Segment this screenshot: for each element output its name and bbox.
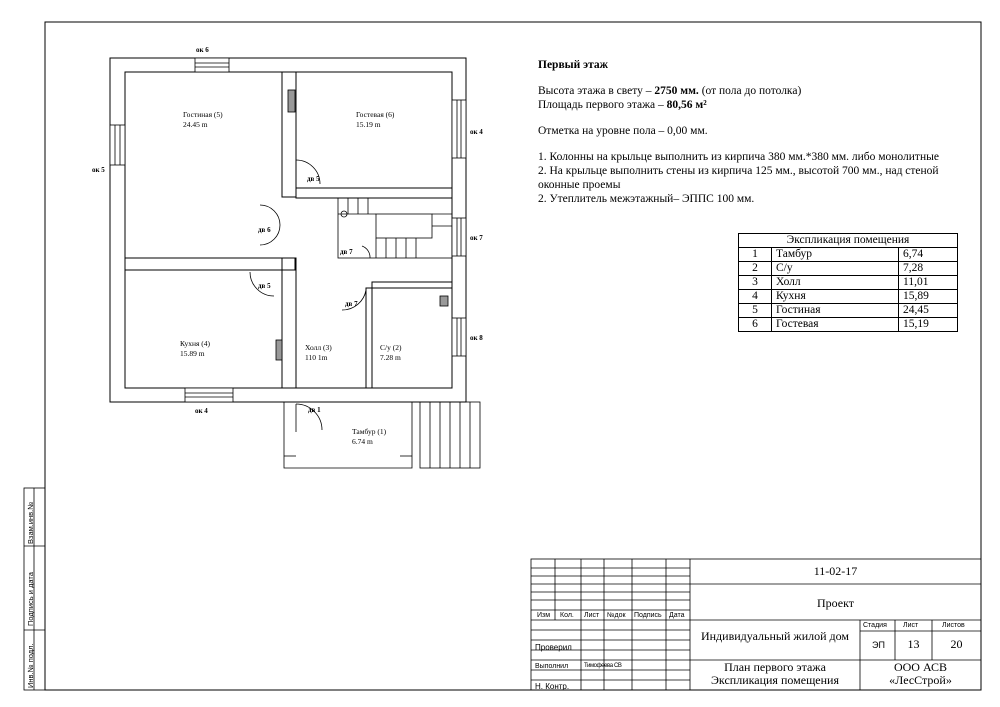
stamp-made: Выполнил (535, 663, 569, 670)
notes-height: Высота этажа в свету – 2750 мм. (от пола… (538, 85, 802, 97)
window-label-bottom: ок 4 (195, 407, 208, 415)
stamp-house: Индивидуальный жилой дом (700, 629, 850, 643)
room-area-living: 24.45 m (183, 120, 208, 129)
room-name-living: Гостиная (5) (183, 110, 223, 119)
stamp-sheets-header: Листов (942, 622, 965, 629)
floor-plan: ок 6 ок 5 ок 4 ок 4 ок 7 ок 8 дв 5 дв 6 … (92, 46, 483, 469)
stamp-col-data: Дата (669, 612, 685, 619)
door-label-dv6: дв 6 (258, 226, 271, 234)
stamp-stage-header: Стадия (863, 622, 887, 629)
stamp-col-ndok: №док (607, 612, 626, 619)
stamp-col-list: Лист (584, 612, 600, 619)
stamp-col-kol: Кол. (560, 612, 574, 619)
room-name-kitchen: Кухня (4) (180, 339, 211, 348)
door-label-dv5-top: дв 5 (307, 175, 320, 183)
notes-item-2: 2. На крыльце выполнить стены из кирпича… (538, 165, 939, 191)
stamp-code: 11-02-17 (813, 564, 858, 578)
stamp-stage-label: Проект (816, 596, 855, 610)
room-name-guest: Гостевая (6) (356, 110, 395, 119)
stamp-stage: ЭП (872, 640, 885, 650)
stamp-sheet: 13 (907, 637, 920, 651)
stamp-org: ООО АСВ«ЛесСтрой» (889, 660, 952, 687)
window-label-right-top: ок 4 (470, 128, 483, 136)
window-label-top: ок 6 (196, 46, 209, 54)
notes-item-3: 2. Утеплитель межэтажный– ЭППС 100 мм. (538, 193, 755, 205)
stamp-nkontr: Н. Контр. (535, 682, 570, 691)
room-area-bath: 7.28 m (380, 353, 401, 362)
window-label-right-mid: ок 7 (470, 234, 483, 242)
room-area-guest: 15.19 m (356, 120, 381, 129)
side-label-inv: Инв.№ подл. (26, 643, 35, 688)
notes-area: Площадь первого этажа – 80,56 м² (538, 99, 707, 111)
stamp-col-podp: Подпись (634, 612, 662, 619)
room-area-hall: 110 1m (305, 353, 328, 362)
room-name-tambour: Тамбур (1) (352, 427, 387, 436)
side-label-podp: Подпись и дата (26, 572, 35, 626)
side-stamp (23, 487, 46, 691)
explication-title: Экспликация помещения (738, 233, 958, 248)
door-label-dv1: дв 1 (308, 406, 321, 414)
window-label-left: ок 5 (92, 166, 105, 174)
window-label-right-bottom: ок 8 (470, 334, 483, 342)
room-name-hall: Холл (3) (305, 343, 332, 352)
stamp-col-izm: Изм (537, 612, 551, 619)
notes-title: Первый этаж (538, 59, 608, 71)
door-label-dv7-mid: дв 7 (345, 300, 358, 308)
notes-item-1: 1. Колонны на крыльце выполнить из кирпи… (538, 151, 939, 163)
room-area-kitchen: 15.89 m (180, 349, 205, 358)
title-block (530, 558, 982, 691)
notes-block: Первый этаж Высота этажа в свету – 2750 … (538, 58, 978, 206)
stamp-sheets: 20 (950, 637, 963, 651)
stamp-checked: Проверил (535, 643, 572, 652)
stamp-sheet-header: Лист (903, 622, 919, 629)
door-label-dv5-mid: дв 5 (258, 282, 271, 290)
porch (283, 401, 481, 469)
door-label-dv7-top: дв 7 (340, 248, 353, 256)
notes-mark: Отметка на уровне пола – 0,00 мм. (538, 125, 708, 137)
staircase (337, 197, 453, 259)
room-name-bath: С/у (2) (380, 343, 402, 352)
stamp-made-name: Тимофеева СВ (584, 663, 622, 669)
room-area-tambour: 6.74 m (352, 437, 373, 446)
side-label-vzam: Взам.инв.№ (26, 501, 35, 544)
